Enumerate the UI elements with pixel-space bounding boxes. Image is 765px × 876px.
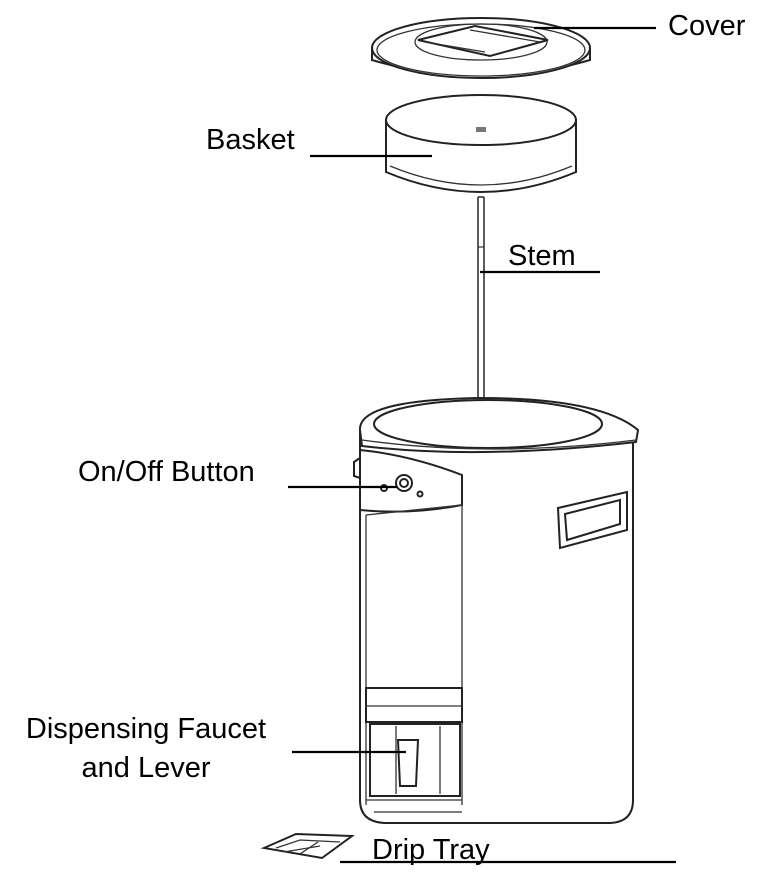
drip-tray-part xyxy=(260,832,355,860)
label-cover: Cover xyxy=(668,10,746,42)
leader-lines xyxy=(288,26,676,864)
label-dispensing-faucet-line2: and Lever xyxy=(81,752,211,784)
main-body xyxy=(353,396,640,824)
basket-part xyxy=(385,94,577,193)
label-dispensing-faucet-line1: Dispensing Faucet xyxy=(25,713,267,745)
label-basket: Basket xyxy=(206,124,295,156)
label-drip-tray: Drip Tray xyxy=(372,834,490,866)
label-on-off-button: On/Off Button xyxy=(78,456,255,488)
on-off-button-part xyxy=(380,474,424,498)
cover-part xyxy=(371,17,591,79)
label-stem: Stem xyxy=(508,240,576,272)
